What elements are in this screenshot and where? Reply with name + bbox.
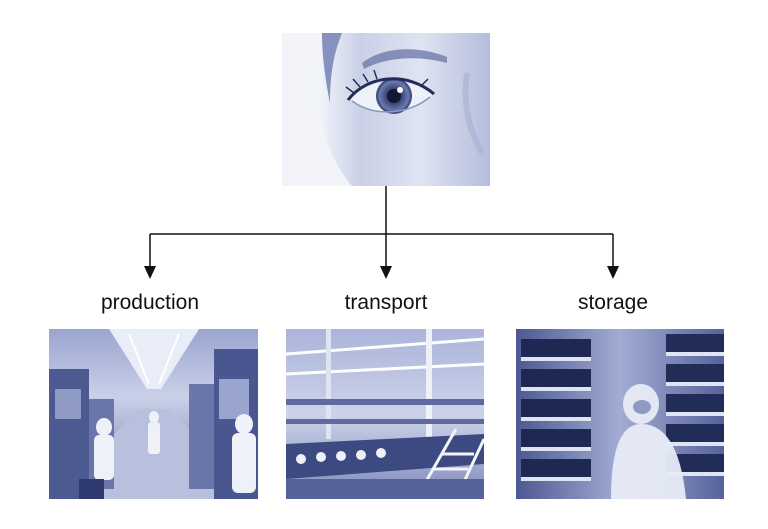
arrowhead-transport [380,266,392,279]
arrowhead-production [144,266,156,279]
production-label: production [100,291,200,314]
transport-label: transport [344,291,428,314]
arrowhead-storage [607,266,619,279]
storage-label: storage [577,291,649,314]
storage-photo [516,329,724,499]
eye-photo [282,33,490,186]
transport-photo [286,329,484,499]
production-photo [49,329,258,499]
